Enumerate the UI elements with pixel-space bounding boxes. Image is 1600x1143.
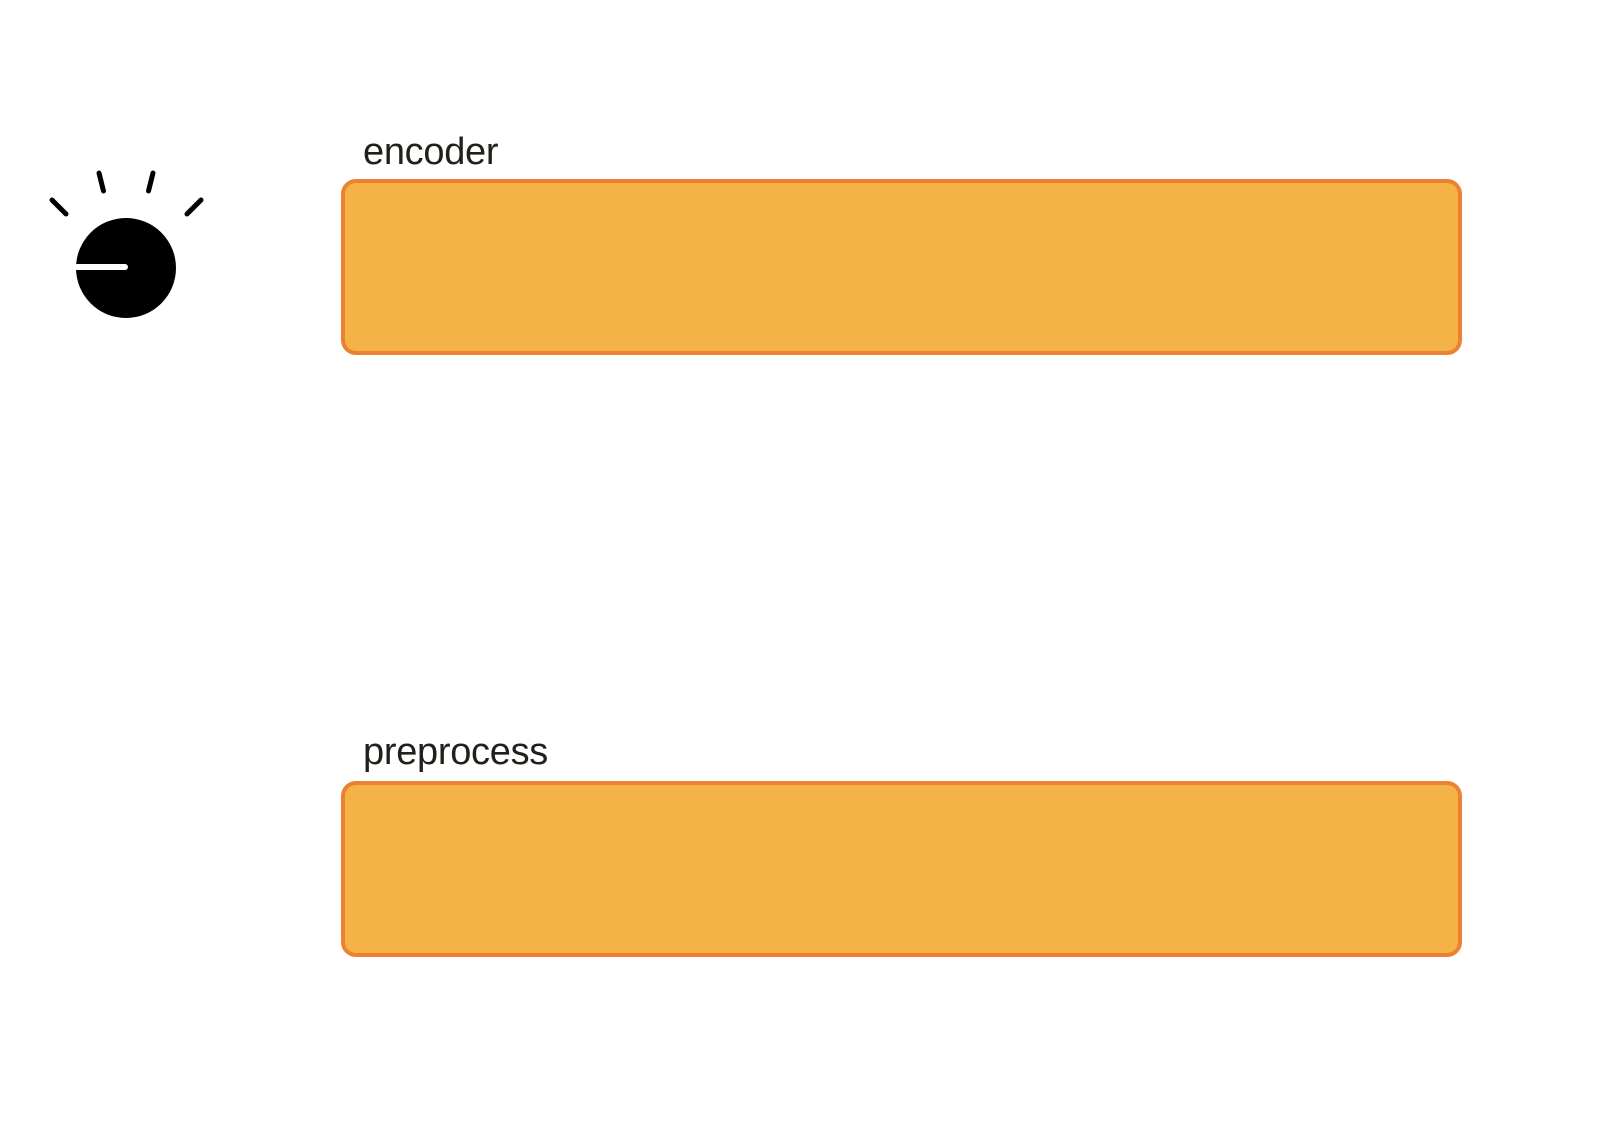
preprocess-block bbox=[341, 781, 1462, 957]
encoder-block bbox=[341, 179, 1462, 355]
lightbulb-knob-icon bbox=[49, 170, 204, 318]
encoder-label: encoder bbox=[363, 131, 499, 173]
preprocess-label: preprocess bbox=[363, 731, 548, 773]
